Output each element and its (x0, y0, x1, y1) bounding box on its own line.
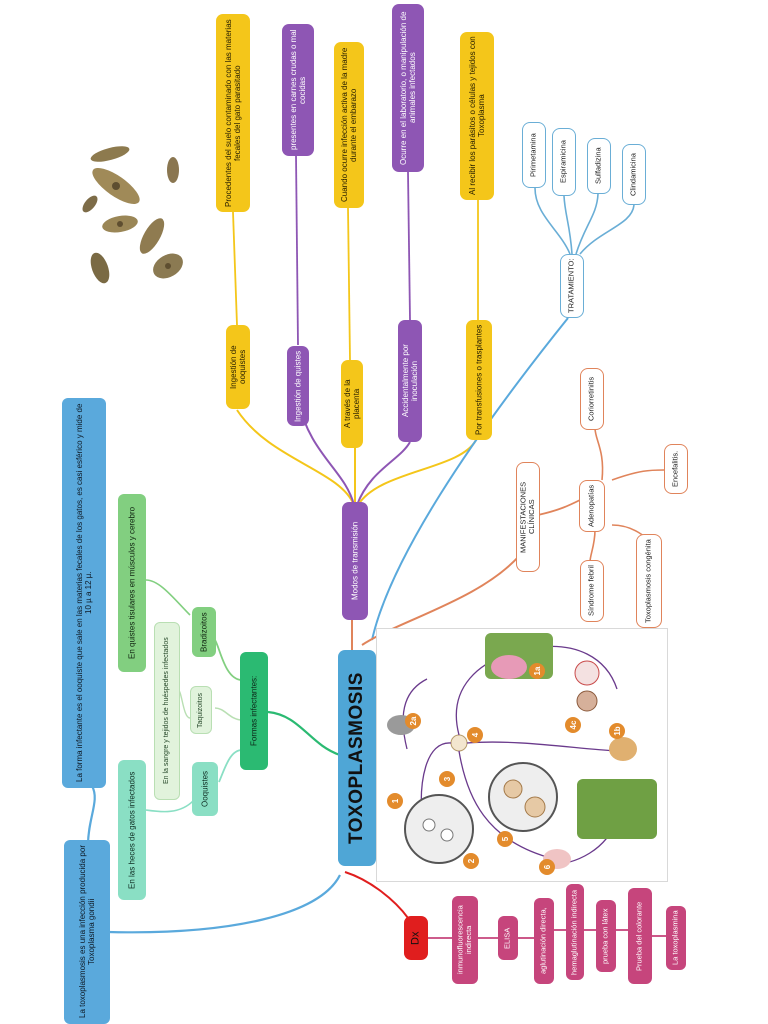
mode-placenta-desc[interactable]: Cuando ocurre infección activa de la mad… (334, 42, 364, 208)
mode-placenta[interactable]: A través de la placenta (341, 360, 363, 448)
cycle-step-marker (497, 831, 513, 847)
cycle-step-label: 5 (501, 836, 510, 841)
cycle-cell (440, 828, 454, 842)
parasite-nucleus (165, 263, 171, 269)
cycle-step-label: 2 (467, 858, 476, 863)
definition-detail[interactable]: La forma infectante es el ooquiste que s… (62, 398, 106, 788)
cycle-step-label: 1b (613, 726, 622, 735)
drug-sulfadizina[interactable]: Sulfadizina (587, 138, 611, 194)
cycle-host-animal (609, 737, 637, 761)
cycle-cell (422, 818, 436, 832)
cycle-host-animal (491, 655, 527, 679)
bradizoitos-desc[interactable]: En quistes tisulares en músculos y cereb… (118, 494, 146, 672)
mode-transfusiones[interactable]: Por transfusiones o trasplantes (466, 320, 492, 440)
mode-inoculacion-desc[interactable]: Ocurre en el laboratorio, o manipulación… (392, 4, 424, 172)
cycle-blood-cell (574, 660, 600, 686)
drug-pirimetamina[interactable]: Pirimetamina (522, 122, 546, 188)
mode-transfusiones-desc[interactable]: Al recibir los parásitos o células y tej… (460, 32, 494, 200)
cycle-step-marker (463, 853, 479, 869)
cycle-step-marker (439, 771, 455, 787)
cycle-step-label: 4 (471, 732, 480, 737)
sindrome-febril[interactable]: Síndrome febril (580, 560, 604, 622)
drug-espiramicina[interactable]: Espiramicina (552, 128, 576, 196)
tratamiento[interactable]: TRATAMIENTO: (560, 254, 584, 318)
parasite-illustration (82, 146, 183, 284)
cycle-cell (503, 779, 523, 799)
encefalitis[interactable]: Encefalitis. (664, 444, 688, 494)
cycle-step-marker (529, 663, 545, 679)
mode-ingestion-quistes-desc[interactable]: presentes en carnes crudas o mal cocidas (282, 24, 314, 156)
cycle-step-label: 3 (443, 776, 452, 781)
dx-aglutinacion[interactable]: aglutinación directa, (534, 898, 554, 984)
cycle-step-markers: 1 2 3 4 5 6 1a 1b 2a 4c (387, 663, 625, 875)
cycle-step-marker (609, 723, 625, 739)
cycle-cell (524, 796, 546, 818)
cycle-step-marker (405, 713, 421, 729)
cycle-arrow (402, 678, 428, 750)
ooquistes[interactable]: Ooquistes (192, 762, 218, 816)
cycle-tissue-cyst (404, 794, 474, 864)
cycle-step-label: 2a (409, 716, 418, 725)
central-topic[interactable]: TOXOPLASMOSIS (338, 650, 376, 866)
manifestaciones-clinicas[interactable]: MANIFESTACIONES CLÍNICAS (516, 462, 540, 572)
cycle-ground-patch (577, 779, 657, 839)
parasite-cell (82, 195, 98, 213)
cycle-arrow (458, 750, 548, 858)
ooquistes-desc[interactable]: En las heces de gatos infectados (118, 760, 146, 900)
mode-ingestion-quistes[interactable]: Ingestión de quistes (287, 346, 309, 426)
parasite-cell (90, 252, 110, 284)
bradizoitos[interactable]: Bradizoitos (192, 607, 216, 657)
cycle-step-marker (387, 793, 403, 809)
parasite-cell (139, 218, 165, 254)
cycle-blood-cell (576, 690, 598, 712)
parasite-nucleus (112, 182, 120, 190)
cycle-hub (450, 734, 468, 752)
toxoplasmosis-congenita[interactable]: Toxoplasmosis congénita (636, 534, 662, 628)
mode-ingestion-ooquistes-desc[interactable]: Procedentes del suelo contaminado con la… (216, 14, 250, 212)
parasite-nucleus (117, 221, 123, 227)
mode-inoculacion[interactable]: Accidentalmente por inoculación (398, 320, 422, 442)
cycle-arrow (466, 741, 618, 752)
formas-infectantes[interactable]: Formas infectantes: (240, 652, 268, 770)
adenopatias[interactable]: Adenopatías (579, 480, 605, 532)
parasite-cell (167, 157, 179, 183)
drug-clindamicina[interactable]: Clindamicina (622, 144, 646, 205)
life-cycle-illustration: 1 2 3 4 5 6 1a 1b 2a 4c (376, 628, 668, 882)
modos-transmision[interactable]: Modos de transmisión (342, 502, 368, 620)
cycle-step-label: 4c (569, 720, 578, 729)
coriorretinitis[interactable]: Coriorretinitis (580, 368, 604, 430)
cycle-step-marker (467, 727, 483, 743)
cycle-step-label: 6 (543, 864, 552, 869)
dx-latex[interactable]: prueba con látex (596, 900, 616, 972)
life-cycle-drawing: 1 2 3 4 5 6 1a 1b 2a 4c (387, 633, 657, 875)
taquizoitos-desc[interactable]: En la sangre y tejidos de huéspedes infe… (154, 622, 180, 800)
dx-elisa[interactable]: ELISA (498, 916, 518, 960)
dx-hemaglutinacion[interactable]: hemaglutinación indirecta (566, 884, 584, 980)
cycle-step-marker (565, 717, 581, 733)
cycle-tissue-cyst (488, 762, 558, 832)
dx-inmunofluorescencia[interactable]: inmunofluorescencia indirecta (452, 896, 478, 984)
cycle-step-label: 1a (533, 666, 542, 675)
mode-ingestion-ooquistes[interactable]: Ingestión de ooquistes (226, 325, 250, 409)
dx-toxoplasmina[interactable]: La toxoplasmina (666, 906, 686, 970)
cycle-step-label: 1 (391, 798, 400, 803)
definition-intro[interactable]: La toxoplasmosis es una infección produc… (64, 840, 110, 1024)
dx-node[interactable]: Dx (404, 916, 428, 960)
taquizoitos[interactable]: Taquizoitos (190, 686, 212, 734)
dx-colorante[interactable]: Prueba del colorante (628, 888, 652, 984)
cycle-step-marker (539, 859, 555, 875)
parasite-cell (90, 146, 130, 162)
